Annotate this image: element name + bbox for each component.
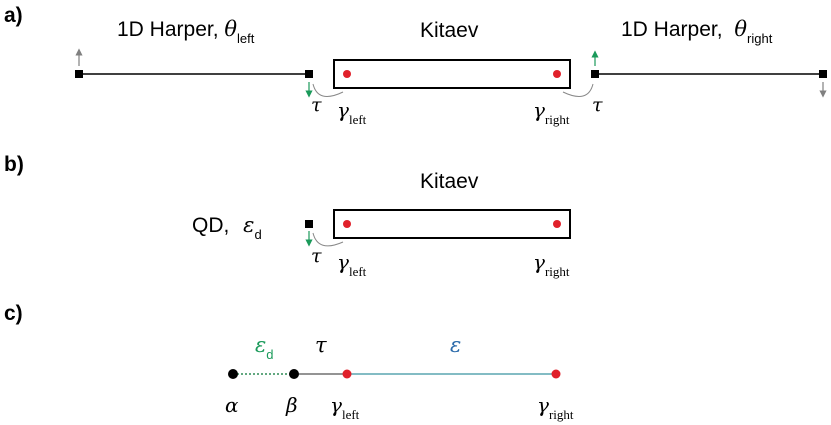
eps-label-c: ε: [450, 333, 461, 357]
red-dot-icon: [343, 220, 351, 228]
red-dot-icon: [553, 70, 561, 78]
tau-right-label: τ: [592, 94, 603, 116]
beta-label: β: [285, 393, 298, 417]
panel-a: a) 1D Harper, θleft Kitaev 1D Harper, θr…: [4, 4, 827, 127]
gamma-left-label-b: γleft: [337, 250, 367, 279]
gamma-right-label-b: γright: [533, 250, 570, 279]
tau-label-c: τ: [315, 333, 327, 357]
alpha-label: α: [225, 393, 239, 417]
panel-c-label: c): [4, 302, 23, 325]
qd-label: QD, εd: [192, 213, 262, 242]
kitaev-box-b: [333, 209, 571, 239]
square-site-icon: [305, 70, 313, 78]
panel-b-label: b): [4, 153, 24, 176]
tau-label-b: τ: [311, 245, 322, 267]
red-dot-icon: [343, 70, 351, 78]
kitaev-box-a: [333, 59, 571, 89]
coupling-arc-qd: [312, 232, 344, 247]
tau-left-label: τ: [311, 94, 322, 116]
alpha-node: [228, 369, 238, 379]
left-harper-title: 1D Harper, θleft: [117, 17, 255, 46]
gamma-right-label-c: γright: [537, 393, 574, 422]
red-dot-icon: [553, 220, 561, 228]
coupling-arc-left: [312, 83, 344, 97]
panel-a-label: a): [4, 4, 23, 27]
square-site-icon: [75, 70, 83, 78]
red-dot-icon: [551, 369, 561, 379]
eps-d-label-c: εd: [255, 333, 274, 362]
square-site-icon: [591, 70, 599, 78]
coupling-arc-right: [562, 83, 594, 97]
kitaev-title-a: Kitaev: [420, 19, 479, 42]
square-site-icon: [305, 220, 313, 228]
beta-node: [289, 369, 299, 379]
right-harper-title: 1D Harper, θright: [621, 17, 773, 46]
square-site-icon: [819, 70, 827, 78]
red-dot-icon: [342, 369, 352, 379]
kitaev-title-b: Kitaev: [420, 170, 479, 193]
gamma-left-label-c: γleft: [330, 393, 360, 422]
panel-c: c) εd τ ε α β γleft γright: [4, 302, 574, 422]
gamma-right-label-a: γright: [533, 98, 570, 127]
panel-b: b) Kitaev QD, εd τ γleft γright: [4, 153, 571, 279]
gamma-left-label-a: γleft: [337, 98, 367, 127]
